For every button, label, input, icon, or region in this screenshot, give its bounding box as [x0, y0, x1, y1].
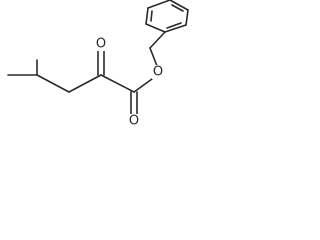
- bond-c1-oester: [133, 78, 153, 93]
- ring-bond-6: [164, 24, 187, 33]
- ring-double-1: [150, 10, 153, 22]
- carbonyl-oxygen-bg: [128, 114, 140, 128]
- ring-bond-5: [185, 9, 189, 26]
- ketone-oxygen-bg: [95, 37, 107, 51]
- ester-oxygen-label: O: [153, 65, 163, 80]
- bond-oester-ch2: [149, 47, 158, 67]
- ring-bond-4: [169, 0, 189, 11]
- bond-ch-ch2: [36, 74, 70, 93]
- bond-layer: [7, 0, 189, 117]
- bond-ch2-c2: [68, 74, 102, 93]
- atom-layer: O O O: [95, 37, 164, 129]
- ketone-oxygen-label: O: [96, 37, 106, 52]
- ring-bond-2: [145, 7, 149, 25]
- carbonyl-oxygen-label: O: [129, 114, 139, 129]
- ester-oxygen-bg: [152, 65, 164, 79]
- ring-bond-1: [145, 23, 166, 33]
- ring-double-3: [166, 22, 182, 29]
- ring-bond-3: [147, 0, 171, 9]
- bond-c2-c1: [100, 74, 135, 93]
- molecule-structure: O O O: [7, 0, 189, 129]
- bond-ch2-ring: [149, 31, 166, 49]
- ring-double-2: [171, 4, 184, 12]
